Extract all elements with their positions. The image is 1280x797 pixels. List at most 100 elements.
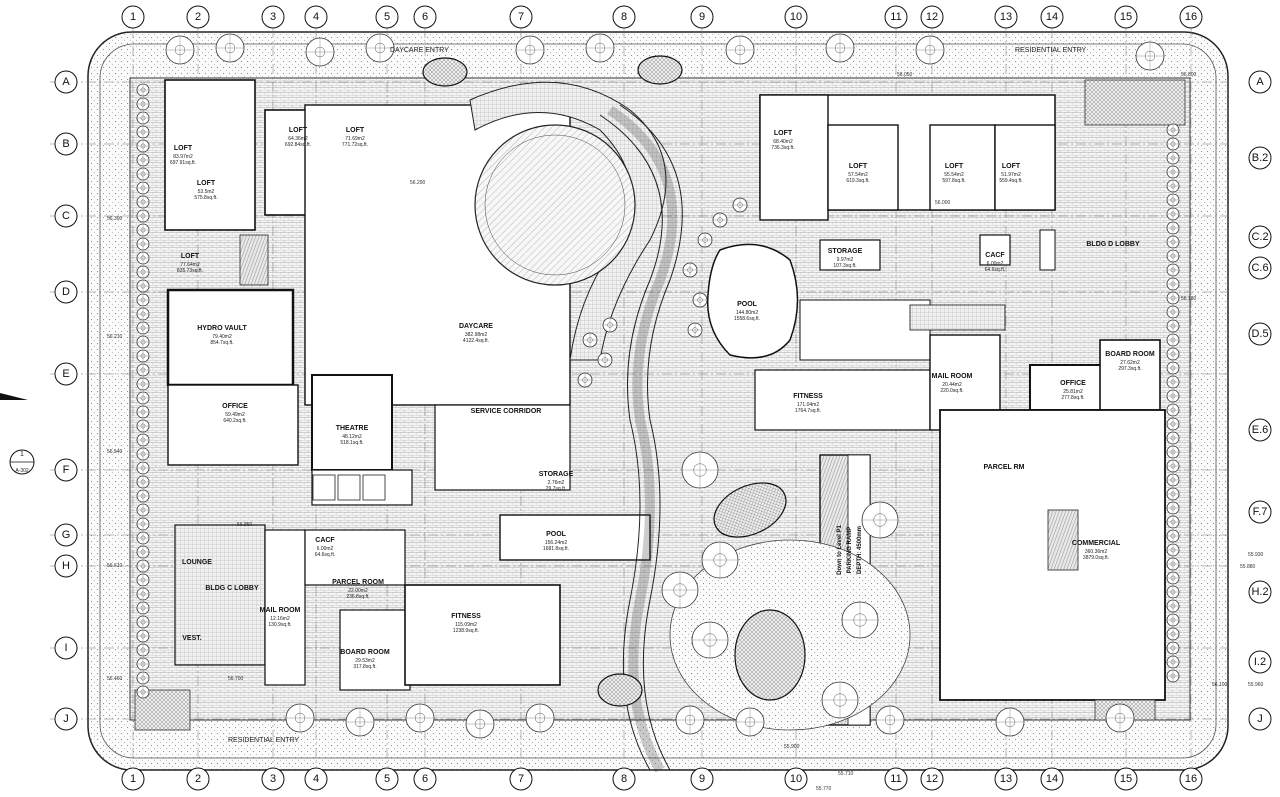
room-area: 71.69m2 <box>345 136 365 142</box>
tree-symbol <box>597 352 613 368</box>
tree-symbol <box>1166 221 1180 235</box>
tree-symbol <box>136 237 150 251</box>
tree-symbol <box>821 681 859 719</box>
tree-symbol <box>136 587 150 601</box>
grid-column-bubble: 1 <box>121 767 145 791</box>
spot-elevation: 56.050 <box>897 72 913 78</box>
grid-row-label: J <box>1257 713 1263 725</box>
tree-symbol <box>136 223 150 237</box>
room-area: 79.40m2 <box>212 334 232 340</box>
tree-symbol <box>1166 277 1180 291</box>
room-name: LOFT <box>945 163 964 170</box>
tree-symbol <box>1166 389 1180 403</box>
grid-column-bubble: 15 <box>1114 767 1138 791</box>
grid-column-label: 6 <box>422 773 428 785</box>
room-area: 83.97m2 <box>173 154 193 160</box>
spot-elevation: 56.000 <box>935 200 951 206</box>
room-sqft: 29.7sq.ft. <box>546 486 567 492</box>
grid-row-label: D <box>62 286 70 298</box>
room-sqft: 130.9sq.ft. <box>268 622 291 628</box>
room-sqft: 559.4sq.ft. <box>999 178 1022 184</box>
spot-elevation: 56.800 <box>1181 72 1197 78</box>
tree-symbol <box>1166 249 1180 263</box>
room-sqft: 518.1sq.ft. <box>340 440 363 446</box>
tree-symbol <box>1166 557 1180 571</box>
grid-column-bubble: 9 <box>690 767 714 791</box>
tree-symbol <box>136 447 150 461</box>
east-building <box>754 79 1186 721</box>
tree-symbol <box>701 541 739 579</box>
room-name: LOFT <box>774 130 793 137</box>
room-area: 115.09m2 <box>455 622 477 628</box>
grid-column-bubble: 2 <box>186 5 210 29</box>
tree-symbol <box>136 433 150 447</box>
tree-symbol <box>136 167 150 181</box>
grid-column-bubble: 8 <box>612 767 636 791</box>
tree-symbol <box>1166 347 1180 361</box>
room-area: 55.54m2 <box>944 172 964 178</box>
grid-column-bubble: 12 <box>920 5 944 29</box>
room-name: LOFT <box>181 253 200 260</box>
tree-symbol <box>585 33 615 63</box>
tree-symbol <box>136 461 150 475</box>
grid-column-label: 11 <box>890 11 901 23</box>
section-marker: 1 A-302 <box>0 393 35 475</box>
tree-symbol <box>1166 123 1180 137</box>
grid-row-label: G <box>62 529 71 541</box>
tree-symbol <box>136 153 150 167</box>
grid-row-label: H <box>62 560 70 572</box>
grid-row-label: B <box>62 138 69 150</box>
tree-symbol <box>136 657 150 671</box>
tree-symbol <box>1166 333 1180 347</box>
room-sqft: 1764.7sq.ft. <box>795 408 821 414</box>
room-area: 144.80m2 <box>736 310 758 316</box>
room-name: PARCEL RM <box>984 464 1025 471</box>
spot-elevation: 56.180 <box>1181 296 1197 302</box>
room-name: LOFT <box>849 163 868 170</box>
grid-row-bubble-left: G <box>54 523 78 547</box>
tree-symbol <box>136 209 150 223</box>
tree-symbol <box>697 232 713 248</box>
tree-symbol <box>1166 571 1180 585</box>
grid-column-label: 10 <box>790 773 802 785</box>
tree-symbol <box>136 349 150 363</box>
spot-elevation: 55.960 <box>1248 682 1264 688</box>
grid-column-label: 6 <box>422 11 428 23</box>
tree-symbol <box>136 489 150 503</box>
grid-column-label: 13 <box>1000 11 1012 23</box>
grid-row-label: A <box>62 76 70 88</box>
tree-symbol <box>1166 445 1180 459</box>
tree-symbol <box>136 97 150 111</box>
room-area: 57.54m2 <box>848 172 868 178</box>
tree-symbol <box>692 292 708 308</box>
room-name: BLDG C LOBBY <box>205 585 259 592</box>
room-name: COMMERCIAL <box>1072 540 1121 547</box>
grid-column-bubble: 14 <box>1040 767 1064 791</box>
tree-symbol <box>136 377 150 391</box>
grid-column-label: 13 <box>1000 773 1012 785</box>
grid-column-bubble: 10 <box>784 5 808 29</box>
grid-row-bubble-left: F <box>54 458 78 482</box>
tree-symbol <box>136 391 150 405</box>
grid-column-bubble: 3 <box>261 767 285 791</box>
grid-row-bubble-left: C <box>54 204 78 228</box>
room-name: BLDG D LOBBY <box>1086 241 1140 248</box>
grid-column-bubble: 4 <box>304 5 328 29</box>
grid-column-bubble: 14 <box>1040 5 1064 29</box>
room-name: FITNESS <box>793 393 823 400</box>
tree-symbol <box>1166 669 1180 683</box>
tree-symbol <box>732 197 748 213</box>
grid-row-label: D.5 <box>1251 328 1268 340</box>
room-area: 77.64m2 <box>180 262 200 268</box>
tree-symbol <box>1166 291 1180 305</box>
tree-symbol <box>577 372 593 388</box>
grid-column-label: 15 <box>1120 773 1132 785</box>
